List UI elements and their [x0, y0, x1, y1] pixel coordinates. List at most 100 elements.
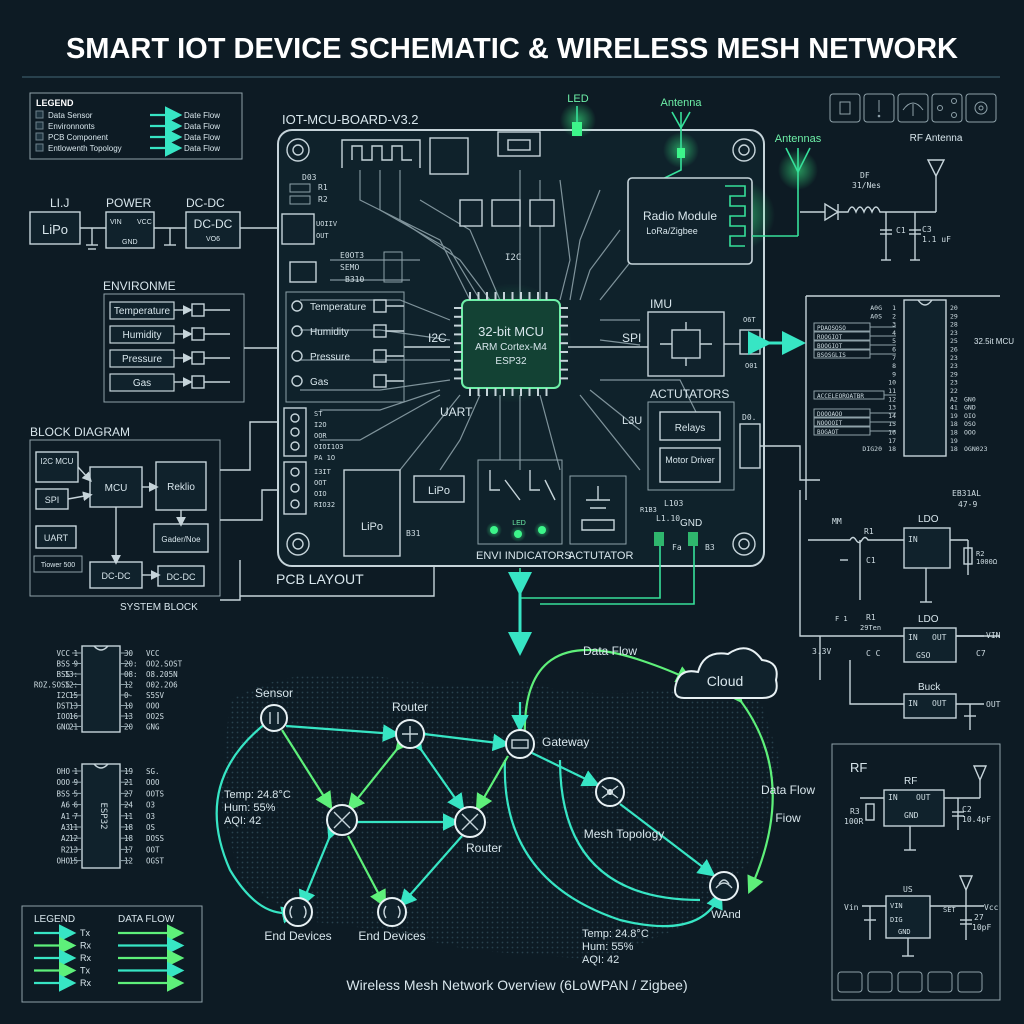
c27-label: 27 — [974, 913, 984, 922]
pinout-right-num: 23 — [950, 362, 958, 370]
legend-swatch — [35, 121, 44, 130]
cloud-footer-icon[interactable] — [957, 971, 983, 993]
c3-value: 1.1 uF — [922, 235, 951, 244]
pinout-right-num: 18 — [950, 429, 958, 437]
buck-out-lbl: OUT — [986, 700, 1001, 709]
chip-pin-label-right: O02.2O6 — [146, 681, 178, 690]
chip-pin-label-left: BSS — [56, 670, 70, 679]
chip-pin-label-left: OHO — [56, 857, 70, 866]
pinout-right-num: 29 — [950, 312, 958, 320]
chip-pin-num-left: 12: — [64, 681, 78, 690]
end-device-node-1[interactable] — [283, 897, 313, 927]
d03-label: D03 — [302, 173, 317, 182]
chip-icon[interactable] — [829, 93, 861, 123]
router-node-1[interactable] — [395, 719, 425, 749]
f1-label: F 1 — [835, 615, 848, 623]
actuators-label: ACTUTATORS — [650, 387, 729, 401]
umbrella-icon[interactable] — [897, 93, 929, 123]
bd-dcdc2-text: DC-DC — [167, 572, 196, 582]
r3-label: R3 — [850, 807, 860, 816]
pinout-right-num: 18 — [950, 445, 958, 453]
power-regulator — [105, 211, 155, 249]
r1-label: R1 — [318, 183, 328, 192]
board-sensor-label: Gas — [310, 377, 328, 388]
sensor-node[interactable] — [260, 704, 288, 732]
grid-footer-icon[interactable] — [867, 971, 893, 993]
end-devices-1-label: End Devices — [264, 929, 331, 943]
wand-node[interactable] — [709, 871, 739, 901]
mesh-node-left[interactable] — [326, 804, 358, 836]
chip-pin-label-right: OOO — [146, 702, 160, 711]
pinout-net-label: NOOOOIT — [817, 420, 843, 427]
data-flow-top-label: Data Flow — [583, 644, 637, 658]
sensor-readout-line: Hum: 55% — [582, 941, 634, 953]
legend-flow-label: Data Flow — [184, 133, 220, 142]
card-footer-icon[interactable] — [927, 971, 953, 993]
lipo-battery — [29, 211, 81, 245]
power-label: POWER — [106, 196, 152, 210]
pinout-right-num: 22 — [950, 387, 958, 395]
legend-item: PCB Component — [48, 133, 109, 142]
block-diagram: BLOCK DIAGRAM I2C MCU SPI UART Tiower 50… — [29, 421, 286, 613]
legend-swatch — [35, 143, 44, 152]
pinout-net-label: PDAOSOSO — [817, 325, 846, 332]
pin-label: OIOI1O3 — [314, 443, 344, 451]
chip-pin-label-left: A2 — [61, 834, 70, 843]
pinout-left-num: 15 — [888, 420, 896, 428]
sensor-label: Sensor — [255, 686, 293, 700]
c1-ldo-label: C1 — [866, 556, 876, 565]
r1-val-label: 29Ten — [860, 624, 881, 632]
legend-flow-label: Data Flow — [184, 144, 220, 153]
gauge-icon — [291, 350, 303, 362]
pinout-left-num: 4 — [892, 329, 896, 337]
chip-pin-label-left: BSS — [56, 660, 70, 669]
end-device-node-2[interactable] — [377, 897, 407, 927]
relays-text: Relays — [675, 423, 706, 434]
chip-pin-label-left: VCC — [56, 649, 70, 658]
cloud-node[interactable] — [674, 647, 778, 699]
led-small-label: LED — [512, 520, 526, 527]
chip-pin-num-left: 13: — [64, 670, 78, 679]
pin-label: PA 1O — [314, 454, 335, 462]
chip-pin-label-right: GNG — [146, 723, 160, 732]
router2-label: Router — [466, 841, 502, 855]
rf-heading: RF — [850, 760, 867, 775]
mesh-topology-label1: Mesh Topology — [584, 827, 665, 841]
chip-pin-label-left: GNO — [56, 723, 70, 732]
info-icon[interactable] — [863, 93, 895, 123]
pinout-right-label: OOO — [964, 429, 976, 437]
pinout-left-num: 7 — [892, 354, 896, 362]
gateway-node[interactable] — [505, 729, 535, 759]
data-flow-right-label: Data Flow — [761, 783, 815, 797]
chip-pin-label-left: IOO — [56, 712, 70, 721]
reklio-text: Reklio — [167, 482, 195, 493]
chip-footer-icon[interactable] — [837, 971, 863, 993]
gadernoe-text: Gader/Noe — [161, 535, 201, 544]
pinout-left-num: 17 — [888, 437, 896, 445]
r1b3-label: R1B3 — [640, 506, 657, 514]
chip-pin-label-right: OS — [146, 823, 156, 832]
router-node-2[interactable] — [454, 806, 486, 838]
vo6-text: VO6 — [206, 236, 220, 243]
system-block-text: SYSTEM BLOCK — [120, 602, 198, 613]
pinout-left-label: A0S — [870, 312, 882, 320]
pinout-net-label: BOOGIOT — [817, 343, 843, 350]
droplet-icon — [291, 325, 303, 337]
pinout-left-num: 5 — [892, 337, 896, 345]
up-footer-icon[interactable] — [897, 971, 923, 993]
radio-module-title: Radio Module — [643, 209, 717, 223]
us-dig: DIG — [890, 916, 903, 924]
legend-flow-label: Data Flow — [184, 122, 220, 131]
chip-pin-label-right: OOO — [146, 778, 160, 787]
gear-icon[interactable] — [965, 93, 997, 123]
share-icon[interactable] — [931, 93, 963, 123]
chip-pin-num-right: 08: — [124, 670, 138, 679]
fa-label: Fa — [672, 543, 682, 552]
mesh-topology-node[interactable] — [595, 777, 625, 807]
env-item-label: Gas — [133, 378, 151, 389]
chip-pin-label-left: DST — [56, 702, 70, 711]
buck-out: OUT — [932, 699, 947, 708]
bd-mcu-text: MCU — [105, 483, 128, 494]
